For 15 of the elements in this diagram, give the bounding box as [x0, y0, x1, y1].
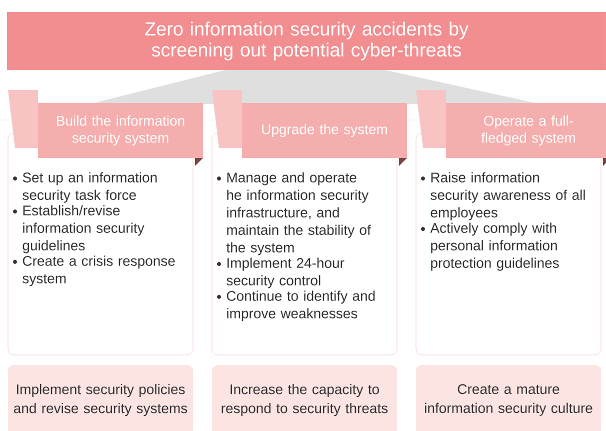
outcome-box: Implement security policies and revise security systems — [8, 365, 193, 431]
section-ribbon: Build the information security system — [38, 103, 203, 158]
bullet-item: Raise information security awareness of all employees — [430, 172, 585, 220]
outcome-box: Create a mature information security culture — [416, 365, 601, 431]
bullet-item: Actively comply with personal information protection guidelines — [430, 222, 559, 271]
bullet-item: Establish/revise information security guidelines — [22, 205, 144, 254]
bullet-item: Manage and operate he information security infrastructure, and maintain the stability of the system — [226, 172, 371, 256]
title-banner: Zero information security accidents by screening out potential cyber-threats — [7, 12, 606, 104]
section-ribbon: Operate a full-fledged system — [446, 103, 606, 158]
bullet-item: Implement 24-hour security control — [226, 258, 344, 288]
bullet-item: Set up an information security task force — [22, 172, 157, 203]
section-ribbon: Upgrade the system — [242, 103, 407, 158]
outcome-box: Increase the capacity to respond to security threats — [212, 365, 397, 431]
bullet-item: Create a crisis response system — [22, 256, 175, 286]
bullet-item: Continue to identify and improve weaknesses — [226, 290, 375, 322]
